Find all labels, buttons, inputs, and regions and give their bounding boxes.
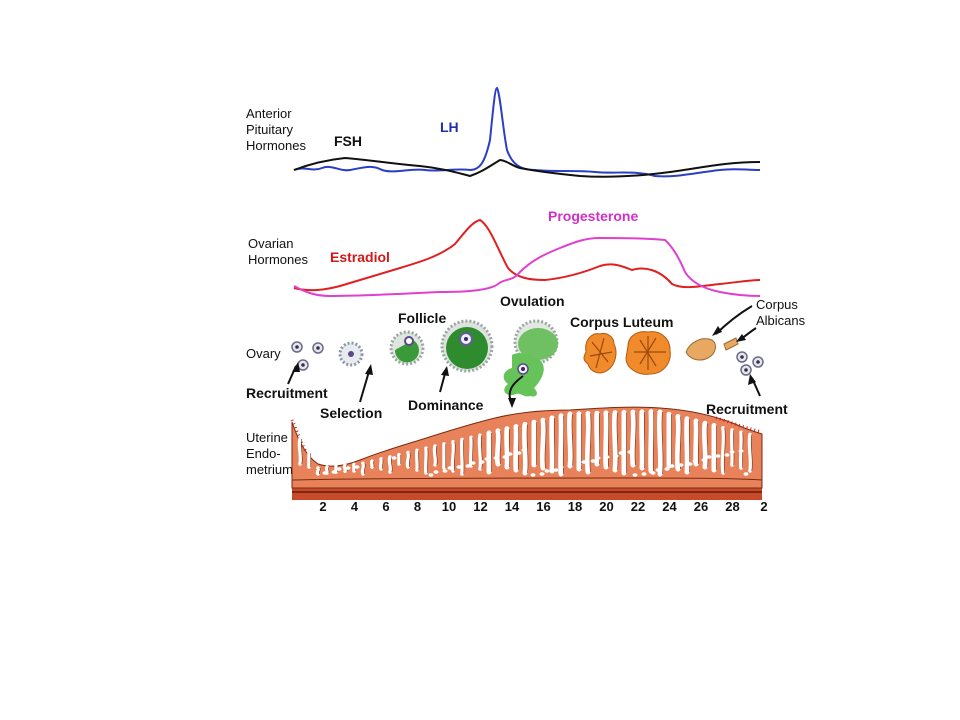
day-tick-label: 12 (473, 499, 487, 514)
growing-follicle (389, 330, 425, 366)
estradiol-label: Estradiol (330, 249, 390, 265)
day-tick-label: 6 (382, 499, 389, 514)
svg-text:Endo-: Endo- (246, 446, 281, 461)
day-tick-label: 24 (662, 499, 677, 514)
anterior-pituitary-label: Anterior Pituitary Hormones (246, 106, 306, 153)
recruitment-left-label: Recruitment (246, 385, 328, 401)
corpus-albicans-label: Corpus Albicans (756, 297, 806, 328)
day-tick-label: 10 (442, 499, 456, 514)
ovulation-label: Ovulation (500, 293, 565, 309)
endometrium-illustration (290, 406, 763, 500)
day-tick-label: 28 (725, 499, 739, 514)
progesterone-curve (293, 236, 761, 298)
day-tick-label: 2 (760, 499, 767, 514)
svg-text:Albicans: Albicans (756, 313, 806, 328)
lh-label: LH (440, 119, 459, 135)
corpus-luteum-early (583, 333, 617, 374)
dominance-label: Dominance (408, 397, 484, 413)
selected-follicle (338, 341, 364, 367)
dominant-follicle (440, 319, 494, 373)
day-tick-label: 8 (414, 499, 421, 514)
follicle-label: Follicle (398, 310, 446, 326)
svg-text:Pituitary: Pituitary (246, 122, 293, 137)
svg-text:Hormones: Hormones (246, 138, 306, 153)
day-tick-label: 20 (599, 499, 613, 514)
day-tick-label: 16 (536, 499, 550, 514)
ovary-label: Ovary (246, 346, 281, 361)
day-tick-label: 2 (319, 499, 326, 514)
corpus-luteum-label: Corpus Luteum (570, 314, 673, 330)
recruited-follicles-left (291, 341, 324, 371)
recruited-follicles-right (736, 351, 764, 376)
svg-text:metrium: metrium (246, 462, 293, 477)
svg-text:Hormones: Hormones (248, 252, 308, 267)
lh-curve (293, 86, 761, 178)
day-tick-label: 4 (351, 499, 359, 514)
day-tick-label: 26 (694, 499, 708, 514)
svg-text:Uterine: Uterine (246, 430, 288, 445)
ovarian-hormones-label: Ovarian Hormones (248, 236, 308, 267)
progesterone-label: Progesterone (548, 208, 638, 224)
corpus-albicans (685, 337, 739, 361)
svg-text:Corpus: Corpus (756, 297, 798, 312)
fsh-curve (293, 156, 761, 178)
svg-text:Ovarian: Ovarian (248, 236, 294, 251)
corpus-luteum-mature (625, 331, 671, 375)
recruitment-right-label: Recruitment (706, 401, 788, 417)
fsh-label: FSH (334, 133, 362, 149)
day-tick-label: 14 (505, 499, 520, 514)
uterine-endometrium-label: Uterine Endo- metrium (246, 430, 293, 477)
estradiol-curve (293, 218, 761, 292)
day-tick-label: 22 (631, 499, 645, 514)
svg-text:Anterior: Anterior (246, 106, 292, 121)
selection-label: Selection (320, 405, 382, 421)
day-tick-label: 18 (568, 499, 582, 514)
